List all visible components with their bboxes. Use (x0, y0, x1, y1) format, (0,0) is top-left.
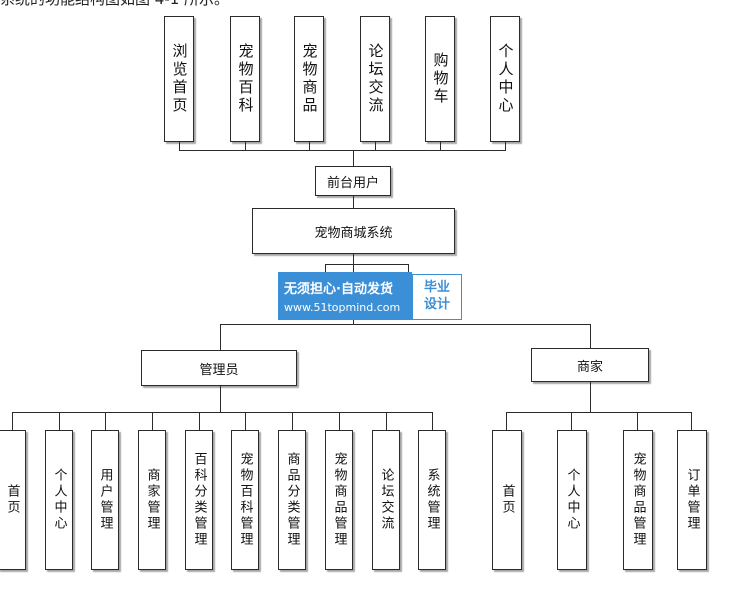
connector-line (506, 412, 507, 430)
connector-line (309, 142, 310, 150)
connector-line (220, 324, 221, 350)
front-module-forum: 论坛交流 (360, 16, 390, 142)
watermark-slogan: 无须担心·自动发货 (284, 282, 393, 297)
watermark-banner: 无须担心·自动发货 www.51topmind.com 毕业 设计 (278, 272, 462, 320)
admin-module-pet-goods-management: 宠物商品管理 (325, 430, 353, 570)
connector-line (179, 150, 506, 151)
admin-module-home: 首页 (0, 430, 26, 570)
watermark-slogan-block: 无须担心·自动发货 www.51topmind.com (278, 272, 412, 320)
connector-line (325, 264, 409, 265)
merchant-node: 商家 (531, 348, 649, 382)
connector-line (506, 412, 692, 413)
watermark-badge-line1: 毕业 (423, 280, 450, 296)
connector-line (408, 264, 409, 274)
connector-line (12, 412, 433, 413)
admin-module-goods-category-management: 商品分类管理 (278, 430, 306, 570)
connector-line (571, 412, 572, 430)
admin-module-pet-wiki-management: 宠物百科管理 (231, 430, 259, 570)
connector-line (220, 386, 221, 412)
connector-line (505, 142, 506, 150)
front-module-profile: 个人中心 (490, 16, 520, 142)
connector-line (353, 150, 354, 166)
merchant-module-pet-goods-management: 宠物商品管理 (623, 430, 653, 570)
admin-module-system-management: 系统管理 (418, 430, 446, 570)
connector-line (59, 412, 60, 430)
merchant-module-order-management: 订单管理 (677, 430, 707, 570)
front-module-cart: 购物车 (425, 16, 455, 142)
admin-node: 管理员 (141, 350, 297, 386)
connector-line (220, 324, 591, 325)
admin-module-profile: 个人中心 (45, 430, 73, 570)
admin-module-forum: 论坛交流 (372, 430, 400, 570)
watermark-badge-line2: 设计 (423, 297, 450, 312)
watermark-badge: 毕业 设计 (412, 274, 462, 320)
connector-line (179, 142, 180, 150)
connector-line (590, 324, 591, 348)
connector-line (105, 412, 106, 430)
connector-line (245, 412, 246, 430)
connector-line (152, 412, 153, 430)
connector-line (292, 412, 293, 430)
connector-line (339, 412, 340, 430)
connector-line (353, 196, 354, 208)
connector-line (12, 412, 13, 430)
system-node: 宠物商城系统 (252, 208, 455, 254)
connector-line (325, 264, 326, 274)
watermark-url: www.51topmind.com (284, 301, 401, 314)
admin-module-merchant-management: 商家管理 (138, 430, 166, 570)
merchant-module-profile: 个人中心 (557, 430, 587, 570)
connector-line (590, 382, 591, 412)
connector-line (432, 412, 433, 430)
front-module-pet-goods: 宠物商品 (294, 16, 324, 142)
connector-line (691, 412, 692, 430)
header-caption: 系统的功能结构图如图 4-1 所示。 (0, 0, 229, 9)
connector-line (245, 142, 246, 150)
admin-module-user-management: 用户管理 (91, 430, 119, 570)
connector-line (199, 412, 200, 430)
connector-line (386, 412, 387, 430)
admin-module-wiki-category-management: 百科分类管理 (185, 430, 213, 570)
front-user-node: 前台用户 (315, 166, 391, 196)
connector-line (440, 142, 441, 150)
merchant-module-home: 首页 (492, 430, 522, 570)
connector-line (637, 412, 638, 430)
front-module-browse-home: 浏览首页 (164, 16, 194, 142)
front-module-pet-wiki: 宠物百科 (230, 16, 260, 142)
connector-line (375, 142, 376, 150)
